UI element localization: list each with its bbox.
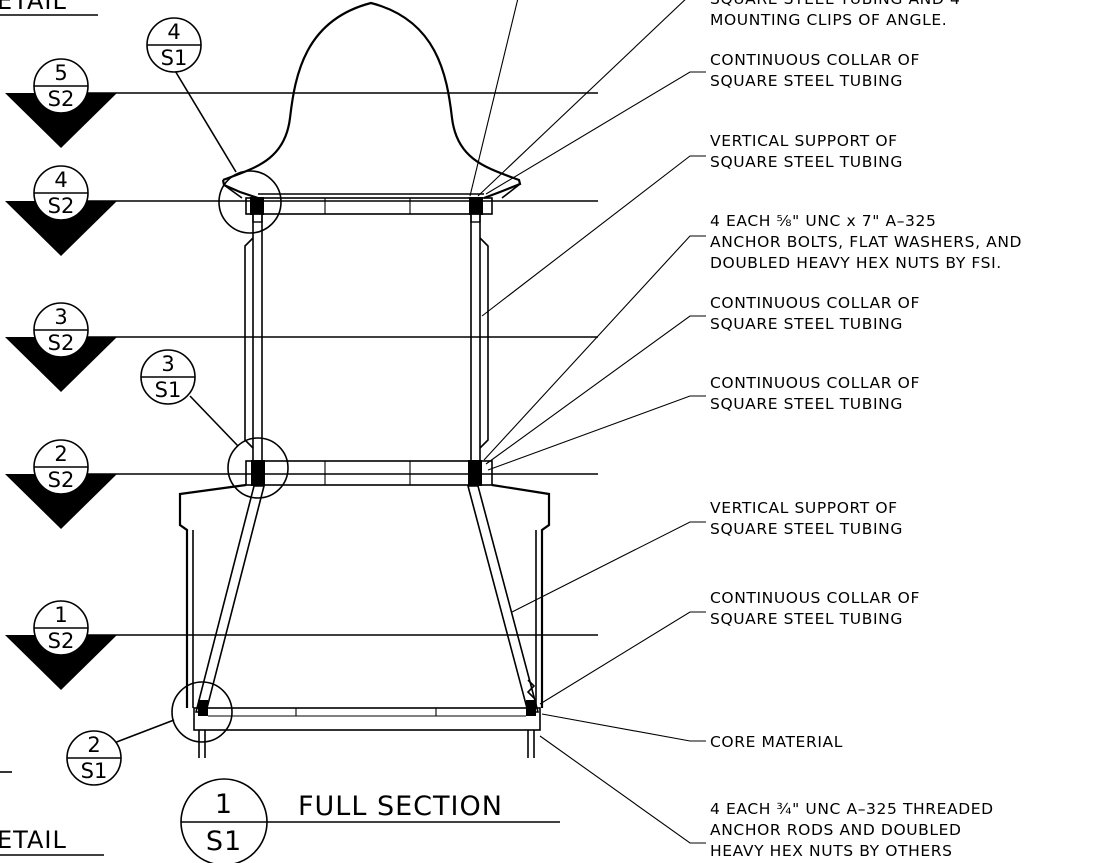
detail-callout-number: 4 — [167, 20, 180, 44]
title-block[interactable]: 1 S1 FULL SECTION — [180, 778, 560, 863]
note-line: SQUARE STEEL TUBING — [710, 610, 903, 628]
note-6: VERTICAL SUPPORT OF SQUARE STEEL TUBING — [710, 499, 903, 538]
note-9: 4 EACH ¾" UNC A–325 THREADED ANCHOR RODS… — [710, 800, 994, 860]
note-7: CONTINUOUS COLLAR OF SQUARE STEEL TUBING — [710, 589, 920, 628]
section-level-lines — [85, 92, 598, 636]
detail-callout-3[interactable]: 3 S1 — [140, 349, 239, 447]
bottom-left-detail-label: ETAIL — [0, 826, 67, 854]
detail-callout-number: 3 — [161, 352, 174, 376]
note-line: ANCHOR BOLTS, FLAT WASHERS, AND — [710, 233, 1022, 251]
note-5: CONTINUOUS COLLAR OF SQUARE STEEL TUBING — [710, 374, 920, 413]
detail-callout-4[interactable]: 4 S1 — [146, 17, 237, 173]
section-marker-number: 4 — [54, 168, 67, 192]
note-line: 4 EACH ¾" UNC A–325 THREADED — [710, 800, 994, 818]
section-marker-1[interactable]: 1 S2 — [5, 600, 117, 690]
detail-callout-sheet: S1 — [161, 46, 188, 70]
title-sheet: S1 — [206, 826, 242, 857]
note-line: CONTINUOUS COLLAR OF — [710, 51, 920, 69]
detail-callout-2[interactable]: 2 S1 — [66, 719, 175, 786]
note-line: CONTINUOUS COLLAR OF — [710, 589, 920, 607]
note-0: SQUARE STEEL TUBING AND 4 MOUNTING CLIPS… — [710, 0, 960, 29]
note-line: HEAVY HEX NUTS BY OTHERS — [710, 842, 953, 860]
detail-circles — [171, 170, 289, 743]
note-2: VERTICAL SUPPORT OF SQUARE STEEL TUBING — [710, 132, 903, 171]
note-line: SQUARE STEEL TUBING — [710, 72, 903, 90]
note-line: SQUARE STEEL TUBING — [710, 153, 903, 171]
detail-callout-sheet: S1 — [81, 759, 108, 783]
section-marker-sheet: S2 — [48, 194, 75, 218]
section-marker-5[interactable]: 5 S2 — [5, 58, 117, 148]
section-marker-sheet: S2 — [48, 87, 75, 111]
title-text: FULL SECTION — [298, 791, 503, 822]
note-8: CORE MATERIAL — [710, 733, 843, 751]
note-line: MOUNTING CLIPS OF ANGLE. — [710, 11, 947, 29]
note-line: ANCHOR RODS AND DOUBLED — [710, 821, 962, 839]
section-marker-sheet: S2 — [48, 468, 75, 492]
note-4: CONTINUOUS COLLAR OF SQUARE STEEL TUBING — [710, 294, 920, 333]
section-marker-2[interactable]: 2 S2 — [5, 439, 117, 529]
note-line: VERTICAL SUPPORT OF — [710, 132, 898, 150]
note-line: SQUARE STEEL TUBING AND 4 — [710, 0, 960, 8]
leader-lines — [469, 0, 706, 844]
note-line: CONTINUOUS COLLAR OF — [710, 374, 920, 392]
section-marker-3[interactable]: 3 S2 — [5, 302, 117, 392]
note-line: 4 EACH ⅝" UNC x 7" A–325 — [710, 212, 936, 230]
note-line: VERTICAL SUPPORT OF — [710, 499, 898, 517]
note-line: SQUARE STEEL TUBING — [710, 395, 903, 413]
section-marker-4[interactable]: 4 S2 — [5, 165, 117, 256]
section-marker-number: 1 — [54, 603, 67, 627]
section-marker-number: 5 — [54, 61, 67, 85]
top-left-detail-label: ETAIL — [0, 0, 67, 15]
bottom-collar — [193, 707, 541, 758]
note-line: CORE MATERIAL — [710, 733, 843, 751]
note-line: SQUARE STEEL TUBING — [710, 520, 903, 538]
detail-callout-number: 2 — [87, 733, 100, 757]
note-line: CONTINUOUS COLLAR OF — [710, 294, 920, 312]
base-enclosure — [178, 483, 551, 708]
title-number: 1 — [215, 789, 233, 820]
section-marker-sheet: S2 — [48, 629, 75, 653]
note-line: DOUBLED HEAVY HEX NUTS BY FSI. — [710, 254, 1002, 272]
note-1: CONTINUOUS COLLAR OF SQUARE STEEL TUBING — [710, 51, 920, 90]
detail-callout-sheet: S1 — [155, 378, 182, 402]
diagonal-supports — [194, 485, 540, 716]
section-marker-number: 3 — [54, 305, 67, 329]
section-marker-number: 2 — [54, 442, 67, 466]
dome-cap — [221, 1, 522, 200]
note-line: SQUARE STEEL TUBING — [710, 315, 903, 333]
section-marker-sheet: S2 — [48, 331, 75, 355]
note-3: 4 EACH ⅝" UNC x 7" A–325 ANCHOR BOLTS, F… — [710, 212, 1022, 272]
middle-collar — [245, 460, 493, 486]
